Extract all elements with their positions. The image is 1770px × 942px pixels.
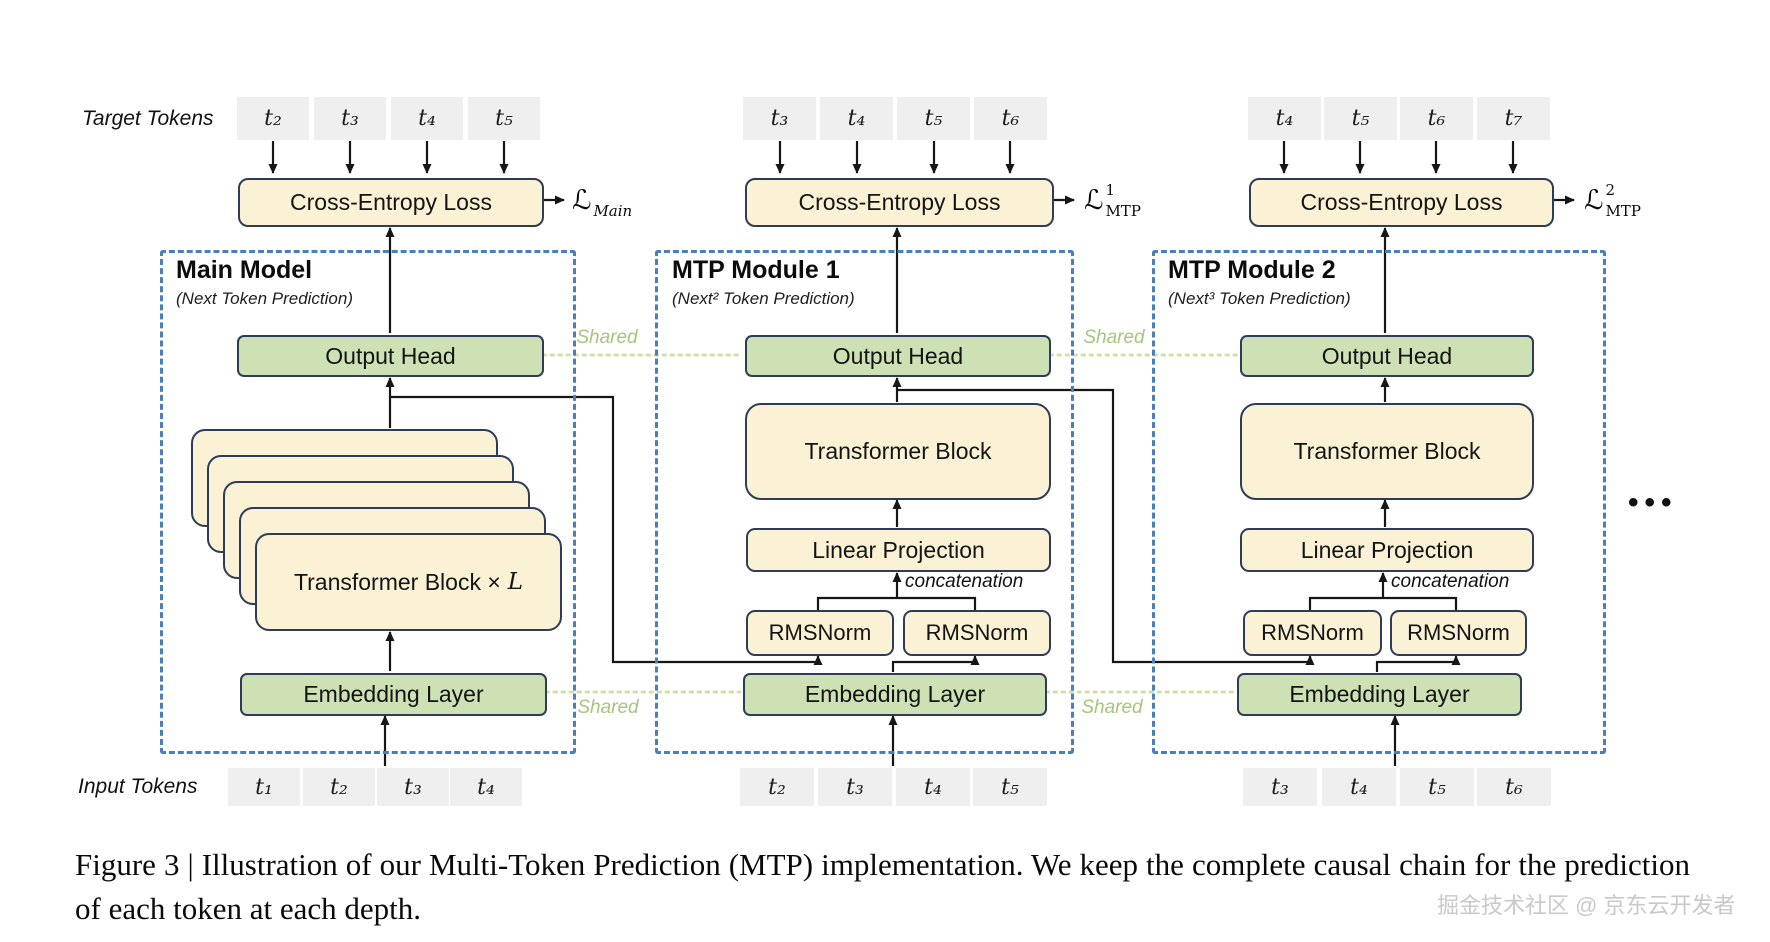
mtp-module-1-boundary — [655, 250, 1074, 754]
transformer-block-box: Transformer Block — [1240, 403, 1534, 500]
loss-subscript: Main — [593, 201, 633, 220]
loss-subscript: MTP — [1605, 201, 1641, 220]
shared-label: Shared — [1081, 697, 1143, 718]
input-tokens-label: Input Tokens — [78, 775, 198, 798]
input-token: t₄ — [1322, 768, 1396, 806]
shared-label: Shared — [576, 327, 638, 348]
output-head-box: Output Head — [745, 335, 1051, 377]
module-title: Main Model — [176, 256, 313, 284]
shared-label: Shared — [1083, 327, 1145, 348]
input-token: t₃ — [818, 768, 892, 806]
input-token: t₄ — [450, 768, 522, 806]
watermark-text: 掘金技术社区 @ 京东云开发者 — [1437, 893, 1736, 918]
target-token: t₆ — [1400, 97, 1473, 140]
target-token: t₄ — [820, 97, 893, 140]
transformer-block-stack-front: Transformer Block × L — [255, 533, 562, 631]
transformer-block-box: Transformer Block — [745, 403, 1051, 500]
script-L-symbol: ℒ — [572, 185, 592, 216]
rmsnorm-box-left: RMSNorm — [746, 610, 894, 656]
target-token: t₆ — [974, 97, 1047, 140]
rmsnorm-box-left: RMSNorm — [1243, 610, 1382, 656]
script-L-symbol: ℒ — [1084, 185, 1104, 216]
input-token: t₅ — [973, 768, 1047, 806]
mtp-module-2-boundary — [1152, 250, 1606, 754]
rmsnorm-box-right: RMSNorm — [1390, 610, 1527, 656]
embedding-layer-box: Embedding Layer — [1237, 673, 1522, 716]
linear-projection-box: Linear Projection — [746, 528, 1051, 572]
transformer-block-label: Transformer Block × — [293, 568, 501, 595]
target-tokens-label: Target Tokens — [82, 107, 214, 130]
shared-label: Shared — [577, 697, 639, 718]
output-head-box: Output Head — [237, 335, 544, 377]
script-L-symbol: ℒ — [1584, 185, 1604, 216]
input-token: t₃ — [377, 768, 449, 806]
linear-projection-box: Linear Projection — [1240, 528, 1534, 572]
module-title: MTP Module 2 — [1168, 256, 1336, 284]
target-token: t₄ — [1248, 97, 1321, 140]
output-head-box: Output Head — [1240, 335, 1534, 377]
target-token: t₅ — [1324, 97, 1397, 140]
rmsnorm-box-right: RMSNorm — [903, 610, 1051, 656]
module-subtitle: (Next Token Prediction) — [176, 289, 354, 308]
module-subtitle: (Next² Token Prediction) — [672, 289, 855, 308]
cross-entropy-loss-box: Cross-Entropy Loss — [745, 178, 1054, 227]
embedding-layer-box: Embedding Layer — [240, 673, 547, 716]
input-token: t₃ — [1243, 768, 1317, 806]
target-token: t₂ — [237, 97, 309, 140]
input-token: t₁ — [228, 768, 300, 806]
cross-entropy-loss-box: Cross-Entropy Loss — [1249, 178, 1554, 227]
loss-superscript: 2 — [1605, 180, 1615, 199]
concatenation-label: concatenation — [905, 571, 1024, 592]
target-token: t₃ — [743, 97, 816, 140]
module-subtitle: (Next³ Token Prediction) — [1168, 289, 1351, 308]
loss-superscript: 1 — [1105, 180, 1115, 199]
input-token: t₅ — [1400, 768, 1474, 806]
module-title: MTP Module 1 — [672, 256, 840, 284]
target-token: t₅ — [468, 97, 540, 140]
target-token: t₄ — [391, 97, 463, 140]
input-token: t₂ — [740, 768, 814, 806]
transformer-block-count-var: L — [507, 569, 524, 595]
more-modules-ellipsis: ••• — [1628, 486, 1678, 519]
target-token: t₇ — [1477, 97, 1550, 140]
embedding-layer-box: Embedding Layer — [743, 673, 1047, 716]
loss-subscript: MTP — [1105, 201, 1141, 220]
input-token: t₆ — [1477, 768, 1551, 806]
figure-caption: Figure 3 | Illustration of our Multi-Tok… — [75, 847, 1690, 927]
input-token: t₂ — [303, 768, 375, 806]
input-token: t₄ — [896, 768, 970, 806]
target-token: t₃ — [314, 97, 386, 140]
concatenation-label: concatenation — [1391, 571, 1510, 592]
cross-entropy-loss-box: Cross-Entropy Loss — [238, 178, 544, 227]
main-model-boundary — [160, 250, 576, 754]
target-token: t₅ — [897, 97, 970, 140]
